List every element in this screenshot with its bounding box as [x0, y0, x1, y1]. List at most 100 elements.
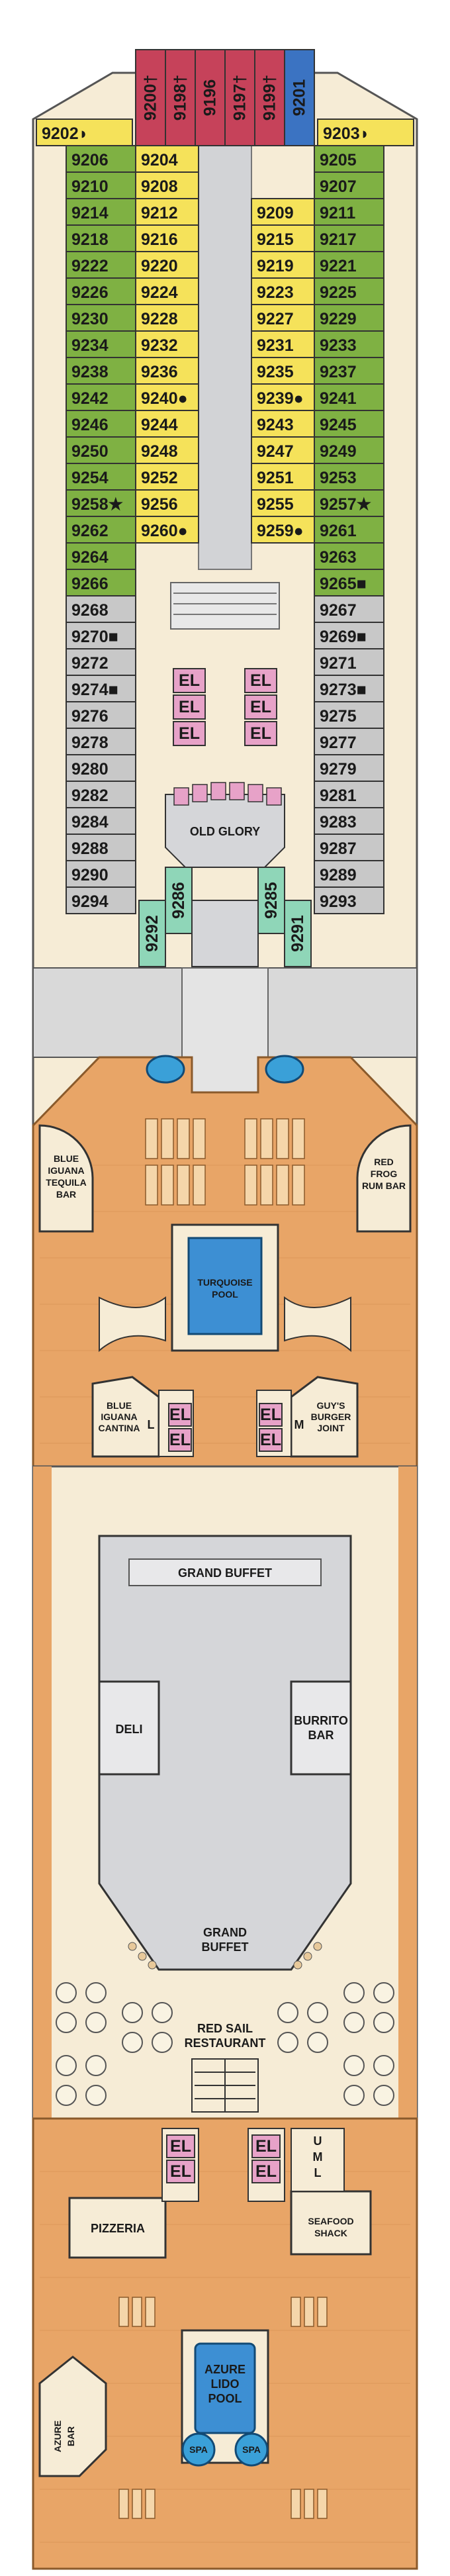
- cabin-9224[interactable]: 9224: [135, 277, 199, 305]
- cabin-9211[interactable]: 9211: [314, 198, 384, 226]
- cabin-9214[interactable]: 9214: [66, 198, 136, 226]
- cabin-9282[interactable]: 9282: [66, 781, 136, 808]
- cabin-9258[interactable]: 9258★: [66, 489, 136, 517]
- cabin-9292[interactable]: 9292: [138, 900, 166, 967]
- cabin-9200[interactable]: 9200†: [135, 49, 166, 146]
- cabin-9268[interactable]: 9268: [66, 595, 136, 623]
- cabin-9225[interactable]: 9225: [314, 277, 384, 305]
- cabin-9288[interactable]: 9288: [66, 834, 136, 861]
- cabin-9232[interactable]: 9232: [135, 330, 199, 358]
- cabin-number: 9236: [141, 363, 178, 381]
- cabin-9229[interactable]: 9229: [314, 304, 384, 332]
- cabin-9203[interactable]: 9203◗: [317, 119, 414, 146]
- cabin-9220[interactable]: 9220: [135, 251, 199, 279]
- cabin-9234[interactable]: 9234: [66, 330, 136, 358]
- cabin-9260[interactable]: 9260●: [135, 516, 199, 544]
- cabin-9237[interactable]: 9237: [314, 357, 384, 385]
- cabin-9242[interactable]: 9242: [66, 383, 136, 411]
- cabin-9248[interactable]: 9248: [135, 436, 199, 464]
- cabin-9281[interactable]: 9281: [314, 781, 384, 808]
- cabin-9280[interactable]: 9280: [66, 754, 136, 782]
- cabin-9235[interactable]: 9235: [251, 357, 315, 385]
- cabin-9219[interactable]: 9219: [251, 251, 315, 279]
- cabin-9204[interactable]: 9204: [135, 145, 199, 173]
- cabin-9209[interactable]: 9209: [251, 198, 315, 226]
- cabin-9251[interactable]: 9251: [251, 463, 315, 491]
- cabin-9284[interactable]: 9284: [66, 807, 136, 835]
- cabin-9287[interactable]: 9287: [314, 834, 384, 861]
- cabin-9279[interactable]: 9279: [314, 754, 384, 782]
- cabin-9290[interactable]: 9290: [66, 860, 136, 888]
- cabin-9263[interactable]: 9263: [314, 542, 384, 570]
- cabin-9293[interactable]: 9293: [314, 886, 384, 914]
- cabin-9241[interactable]: 9241: [314, 383, 384, 411]
- cabin-9262[interactable]: 9262: [66, 516, 136, 544]
- cabin-9286[interactable]: 9286: [165, 867, 193, 934]
- cabin-9289[interactable]: 9289: [314, 860, 384, 888]
- cabin-9276[interactable]: 9276: [66, 701, 136, 729]
- cabin-9246[interactable]: 9246: [66, 410, 136, 438]
- cabin-9223[interactable]: 9223: [251, 277, 315, 305]
- cabin-9252[interactable]: 9252: [135, 463, 199, 491]
- cabin-9271[interactable]: 9271: [314, 648, 384, 676]
- cabin-9202[interactable]: 9202◗: [36, 119, 133, 146]
- cabin-9197[interactable]: 9197†: [224, 49, 255, 146]
- cabin-9245[interactable]: 9245: [314, 410, 384, 438]
- cabin-9199[interactable]: 9199†: [254, 49, 285, 146]
- cabin-9256[interactable]: 9256: [135, 489, 199, 517]
- cabin-9244[interactable]: 9244: [135, 410, 199, 438]
- cabin-9261[interactable]: 9261: [314, 516, 384, 544]
- cabin-9265[interactable]: 9265■: [314, 569, 384, 596]
- cabin-9207[interactable]: 9207: [314, 171, 384, 199]
- cabin-9221[interactable]: 9221: [314, 251, 384, 279]
- cabin-9259[interactable]: 9259●: [251, 516, 315, 544]
- cabin-9238[interactable]: 9238: [66, 357, 136, 385]
- cabin-9255[interactable]: 9255: [251, 489, 315, 517]
- cabin-number: 9219: [257, 257, 294, 275]
- cabin-9226[interactable]: 9226: [66, 277, 136, 305]
- cabin-9270[interactable]: 9270■: [66, 622, 136, 649]
- cabin-9196[interactable]: 9196: [195, 49, 226, 146]
- cabin-9249[interactable]: 9249: [314, 436, 384, 464]
- cabin-9257[interactable]: 9257★: [314, 489, 384, 517]
- cabin-9278[interactable]: 9278: [66, 728, 136, 755]
- cabin-9250[interactable]: 9250: [66, 436, 136, 464]
- cabin-9240[interactable]: 9240●: [135, 383, 199, 411]
- cabin-9243[interactable]: 9243: [251, 410, 315, 438]
- cabin-9272[interactable]: 9272: [66, 648, 136, 676]
- cabin-9273[interactable]: 9273■: [314, 675, 384, 702]
- cabin-9247[interactable]: 9247: [251, 436, 315, 464]
- cabin-9283[interactable]: 9283: [314, 807, 384, 835]
- cabin-9264[interactable]: 9264: [66, 542, 136, 570]
- cabin-9227[interactable]: 9227: [251, 304, 315, 332]
- cabin-9266[interactable]: 9266: [66, 569, 136, 596]
- cabin-9274[interactable]: 9274■: [66, 675, 136, 702]
- cabin-9269[interactable]: 9269■: [314, 622, 384, 649]
- cabin-9294[interactable]: 9294: [66, 886, 136, 914]
- cabin-9222[interactable]: 9222: [66, 251, 136, 279]
- cabin-9233[interactable]: 9233: [314, 330, 384, 358]
- cabin-9198[interactable]: 9198†: [165, 49, 196, 146]
- cabin-9216[interactable]: 9216: [135, 224, 199, 252]
- cabin-9210[interactable]: 9210: [66, 171, 136, 199]
- cabin-9206[interactable]: 9206: [66, 145, 136, 173]
- cabin-9236[interactable]: 9236: [135, 357, 199, 385]
- cabin-9285[interactable]: 9285: [257, 867, 285, 934]
- cabin-9217[interactable]: 9217: [314, 224, 384, 252]
- cabin-9208[interactable]: 9208: [135, 171, 199, 199]
- cabin-9254[interactable]: 9254: [66, 463, 136, 491]
- cabin-9231[interactable]: 9231: [251, 330, 315, 358]
- cabin-9267[interactable]: 9267: [314, 595, 384, 623]
- cabin-9201[interactable]: 9201: [284, 49, 315, 146]
- cabin-9215[interactable]: 9215: [251, 224, 315, 252]
- cabin-9277[interactable]: 9277: [314, 728, 384, 755]
- cabin-9218[interactable]: 9218: [66, 224, 136, 252]
- cabin-9230[interactable]: 9230: [66, 304, 136, 332]
- cabin-9291[interactable]: 9291: [284, 900, 312, 967]
- cabin-9275[interactable]: 9275: [314, 701, 384, 729]
- cabin-9239[interactable]: 9239●: [251, 383, 315, 411]
- cabin-9205[interactable]: 9205: [314, 145, 384, 173]
- cabin-9228[interactable]: 9228: [135, 304, 199, 332]
- cabin-9253[interactable]: 9253: [314, 463, 384, 491]
- cabin-9212[interactable]: 9212: [135, 198, 199, 226]
